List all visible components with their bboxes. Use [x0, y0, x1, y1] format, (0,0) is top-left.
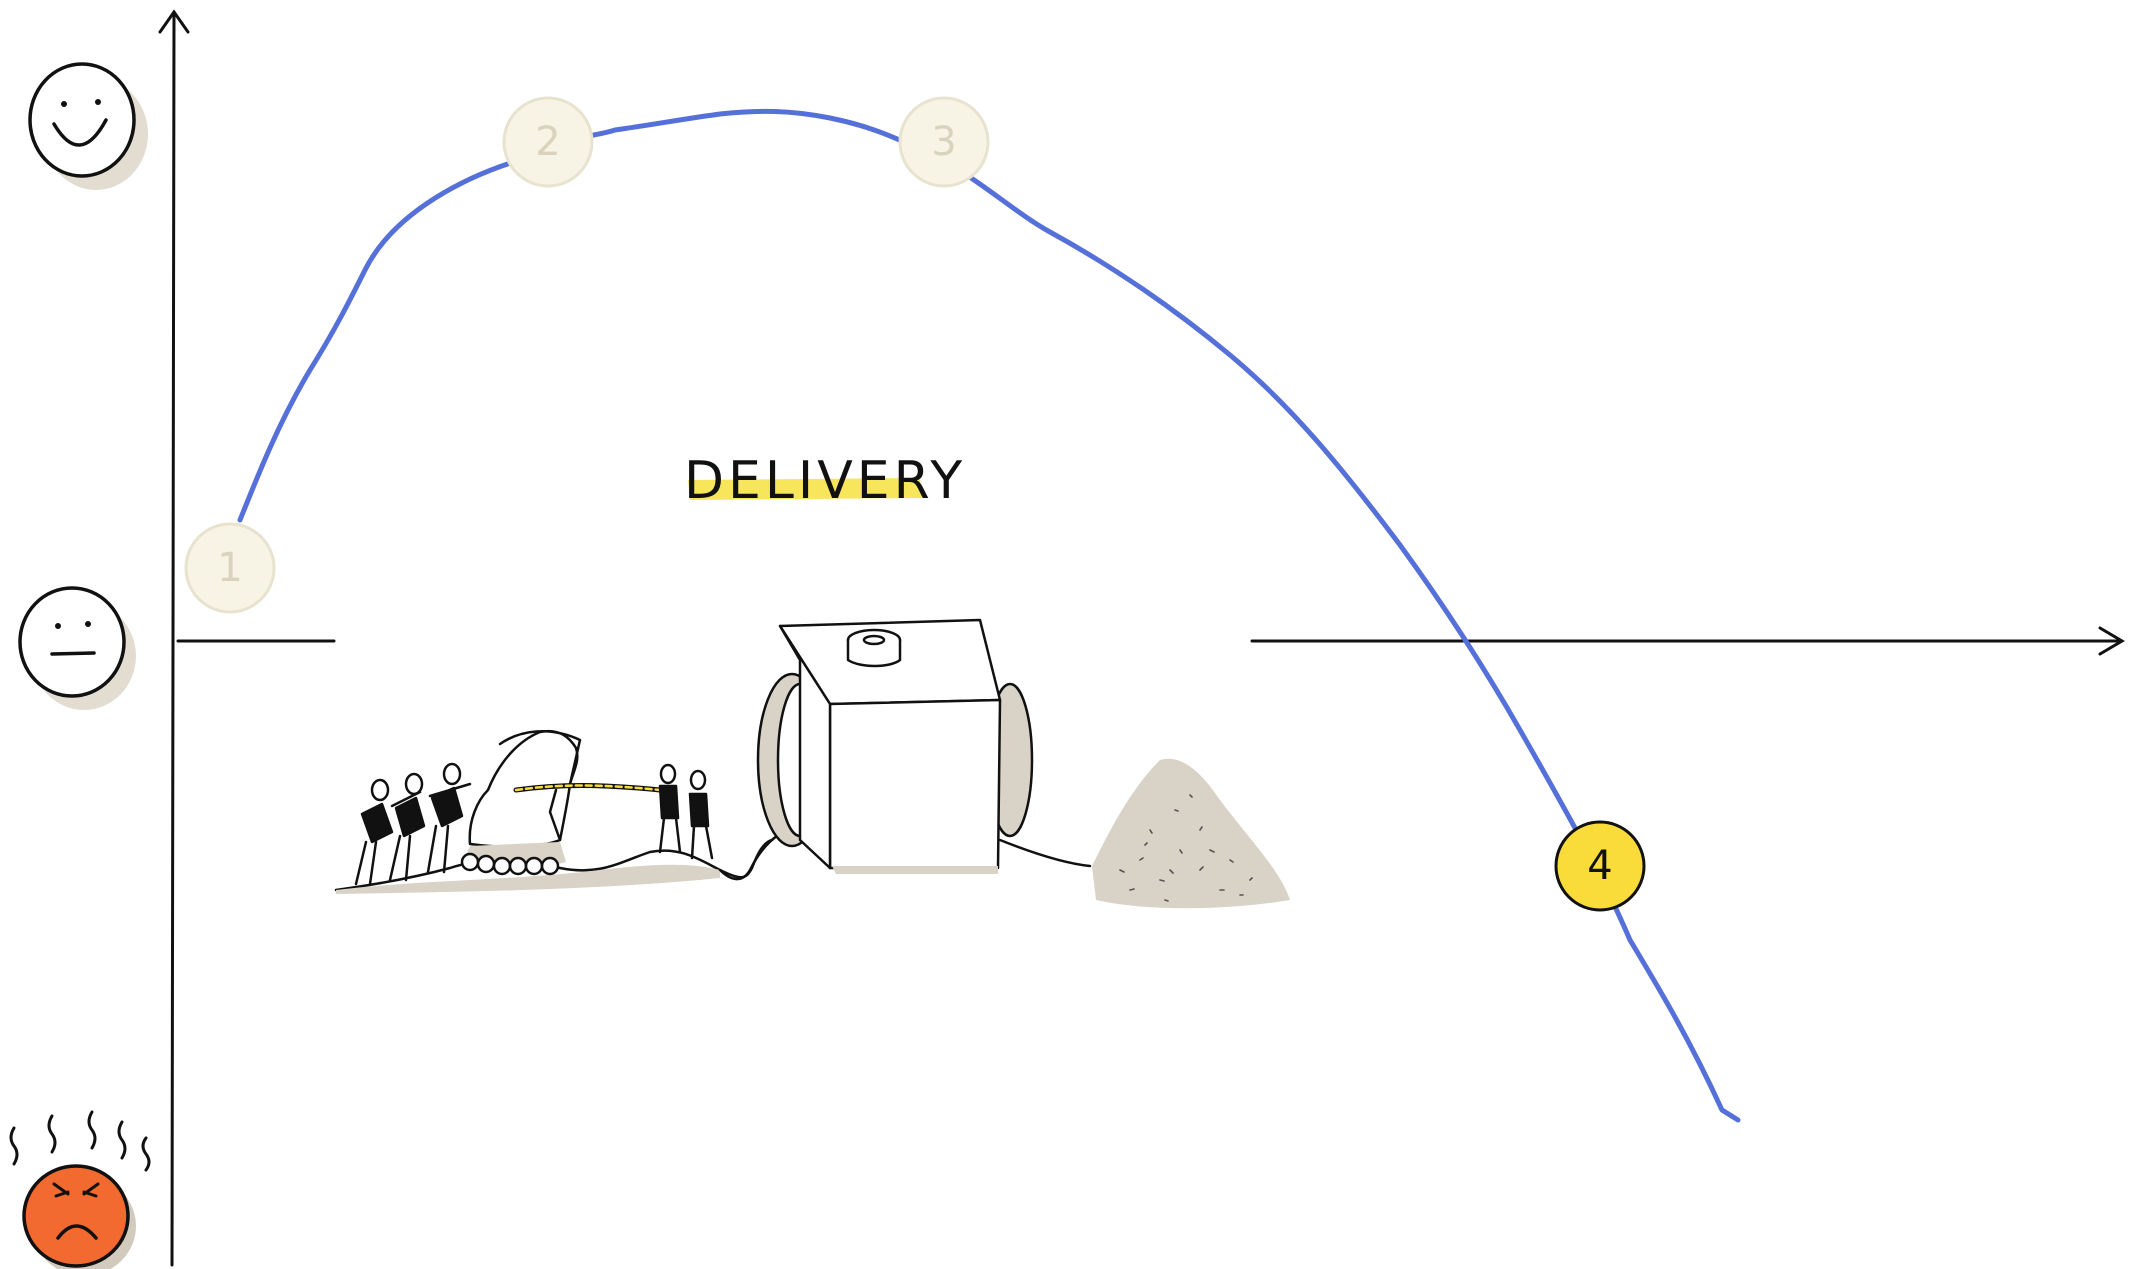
marker-3-label: 3	[931, 119, 956, 165]
marker-1-label: 1	[217, 545, 242, 591]
marker-2: 2	[504, 98, 592, 186]
marker-4: 4	[1556, 822, 1644, 910]
marker-3: 3	[900, 98, 988, 186]
title-text: DELIVERY	[684, 451, 966, 511]
machine-sketch	[758, 620, 1032, 874]
sand-pile-sketch	[1000, 759, 1290, 909]
marker-1: 1	[186, 524, 274, 612]
happy-face-icon	[30, 64, 148, 190]
marker-2-label: 2	[535, 119, 560, 165]
angry-face-icon	[11, 1112, 149, 1269]
y-axis	[172, 12, 174, 1265]
neutral-face-icon	[20, 588, 136, 710]
axes	[160, 12, 2122, 1265]
delivery-title: DELIVERY	[684, 451, 966, 511]
cable-line	[720, 840, 772, 877]
marker-4-label: 4	[1587, 843, 1612, 889]
experience-curve	[240, 111, 1738, 1120]
people-pulling-sketch	[336, 731, 780, 894]
